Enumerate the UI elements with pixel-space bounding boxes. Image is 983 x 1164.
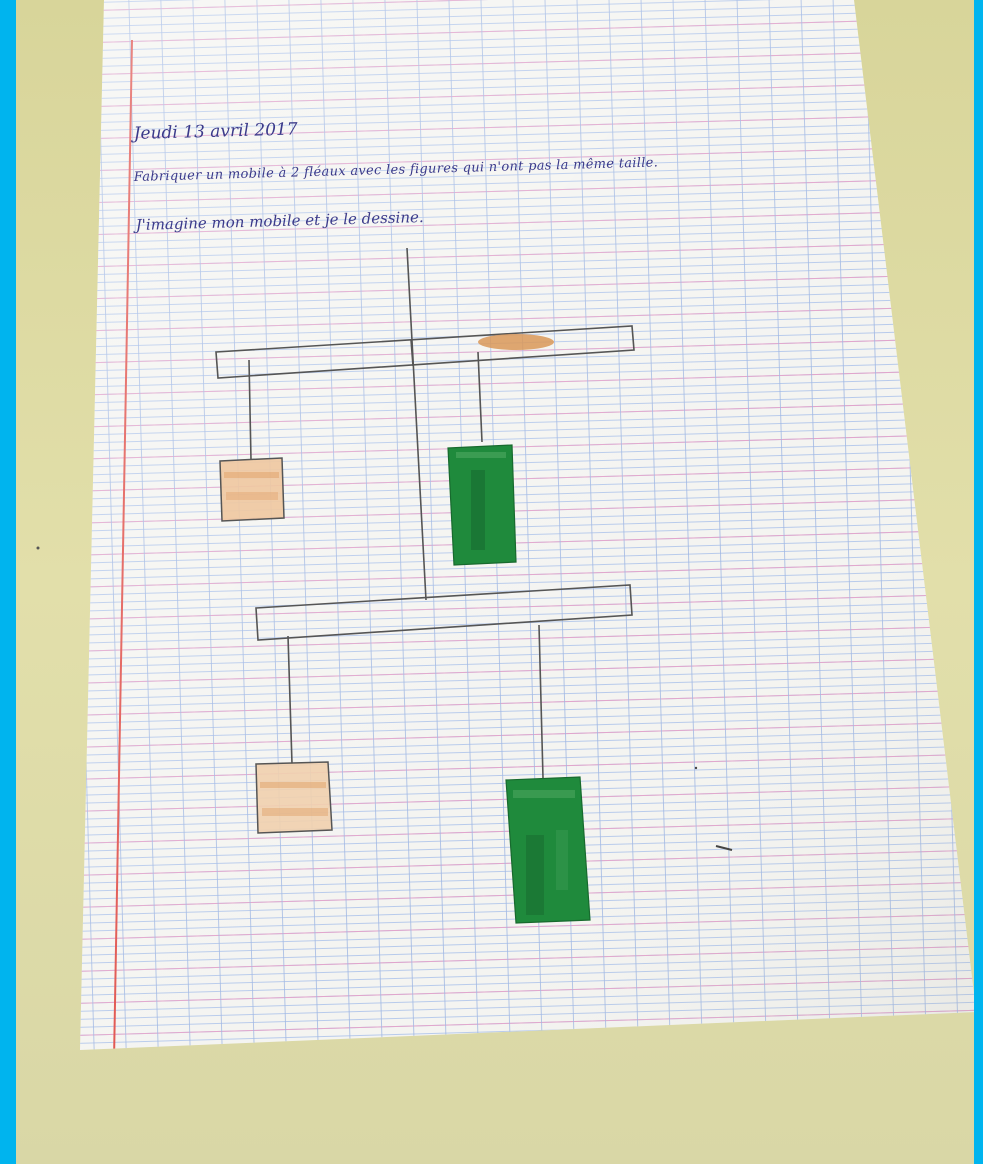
orange-square-top — [220, 458, 284, 521]
photo: Jeudi 13 avril 2017 Fabriquer un mobile … — [16, 0, 974, 1164]
notebook-sheet: Jeudi 13 avril 2017 Fabriquer un mobile … — [16, 0, 974, 1164]
orange-mark — [478, 334, 554, 350]
orange-square-bottom — [256, 762, 332, 833]
green-rect-top — [448, 445, 516, 565]
green-rect-bottom — [506, 777, 590, 923]
